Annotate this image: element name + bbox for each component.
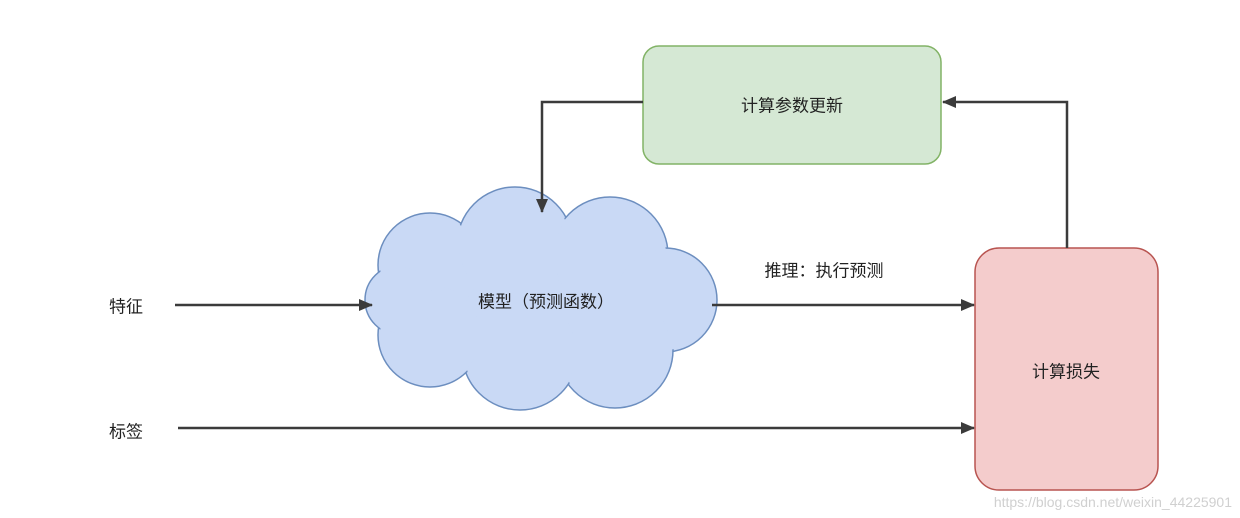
- model-node: [364, 186, 718, 411]
- edge-update-to-model: [536, 100, 643, 213]
- features-label: 特征: [109, 297, 143, 318]
- model-node-label: 模型（预测函数）: [478, 292, 614, 313]
- update-node: [642, 45, 942, 165]
- update-node-label: 计算参数更新: [741, 96, 843, 117]
- loss-node-label: 计算损失: [1032, 362, 1100, 383]
- labels-label: 标签: [109, 422, 143, 443]
- watermark-text: https://blog.csdn.net/weixin_44225901: [993, 494, 1232, 510]
- inference-edge-label: 推理：执行预测: [764, 261, 884, 282]
- edge-loss-to-update: [942, 96, 1069, 248]
